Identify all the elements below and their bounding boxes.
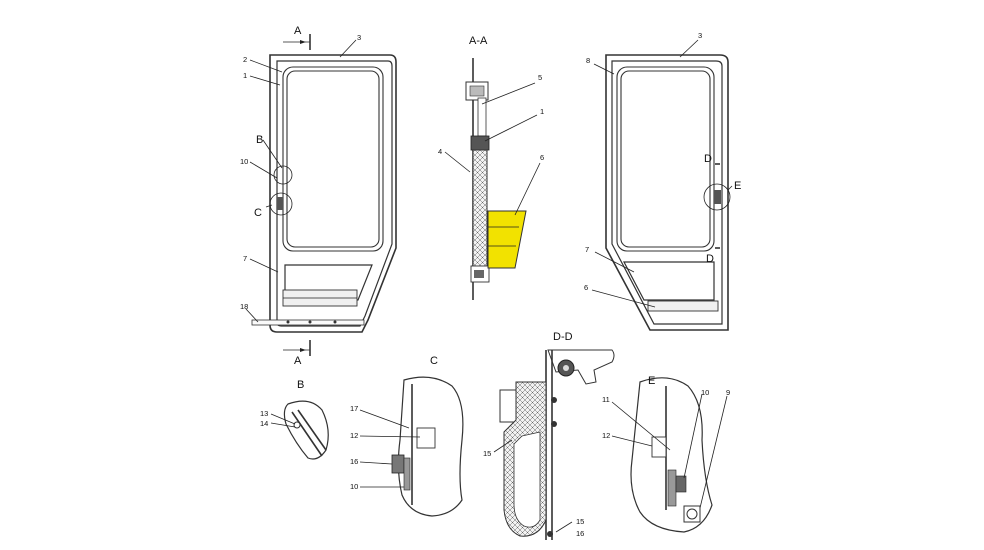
callout-1-aa: 1 [540, 107, 544, 116]
detail-e-view [611, 377, 728, 533]
detail-ref-d-upper: D [704, 153, 712, 165]
section-label-a-top: A [294, 25, 302, 37]
detail-title-b: B [297, 379, 304, 391]
callout-6-aa: 6 [540, 153, 544, 162]
callout-8: 8 [586, 56, 590, 65]
callout-2: 2 [243, 55, 247, 64]
detail-c-view [359, 376, 464, 517]
callout-3-right: 3 [698, 31, 702, 40]
callout-10-c: 10 [350, 482, 358, 491]
callout-12-e: 12 [602, 431, 610, 440]
section-aa-view [444, 58, 541, 300]
detail-b-view [270, 400, 329, 460]
callout-12: 12 [350, 431, 358, 440]
detail-title-dd: D-D [553, 331, 573, 343]
detail-dd-view [493, 349, 615, 540]
callout-11: 11 [602, 395, 610, 404]
left-door-view [245, 34, 397, 356]
callout-15-lower: 15 [576, 517, 584, 526]
callout-17: 17 [350, 404, 358, 413]
callout-5: 5 [538, 73, 542, 82]
callout-4: 4 [438, 147, 442, 156]
callout-13: 13 [260, 409, 268, 418]
callout-10-e: 10 [701, 388, 709, 397]
detail-title-c: C [430, 355, 438, 367]
callout-10: 10 [240, 157, 248, 166]
detail-ref-b: B [256, 134, 263, 146]
callout-7: 7 [243, 254, 247, 263]
right-door-view [591, 39, 733, 331]
callout-1: 1 [243, 71, 247, 80]
detail-ref-e: E [734, 180, 741, 192]
detail-title-e: E [648, 375, 655, 387]
callout-3: 3 [357, 33, 361, 42]
callout-16: 16 [350, 457, 358, 466]
callout-7-right: 7 [585, 245, 589, 254]
callout-15-upper: 15 [483, 449, 491, 458]
detail-ref-d-lower: D [706, 253, 714, 265]
highlighted-part-6 [487, 210, 527, 269]
callout-16-dd: 16 [576, 529, 584, 538]
callout-14: 14 [260, 419, 268, 428]
section-title-aa: A-A [469, 35, 488, 47]
callout-9: 9 [726, 388, 730, 397]
callout-6-right: 6 [584, 283, 588, 292]
detail-ref-c: C [254, 207, 262, 219]
section-label-a-bottom: A [294, 355, 302, 367]
callout-18: 18 [240, 302, 248, 311]
